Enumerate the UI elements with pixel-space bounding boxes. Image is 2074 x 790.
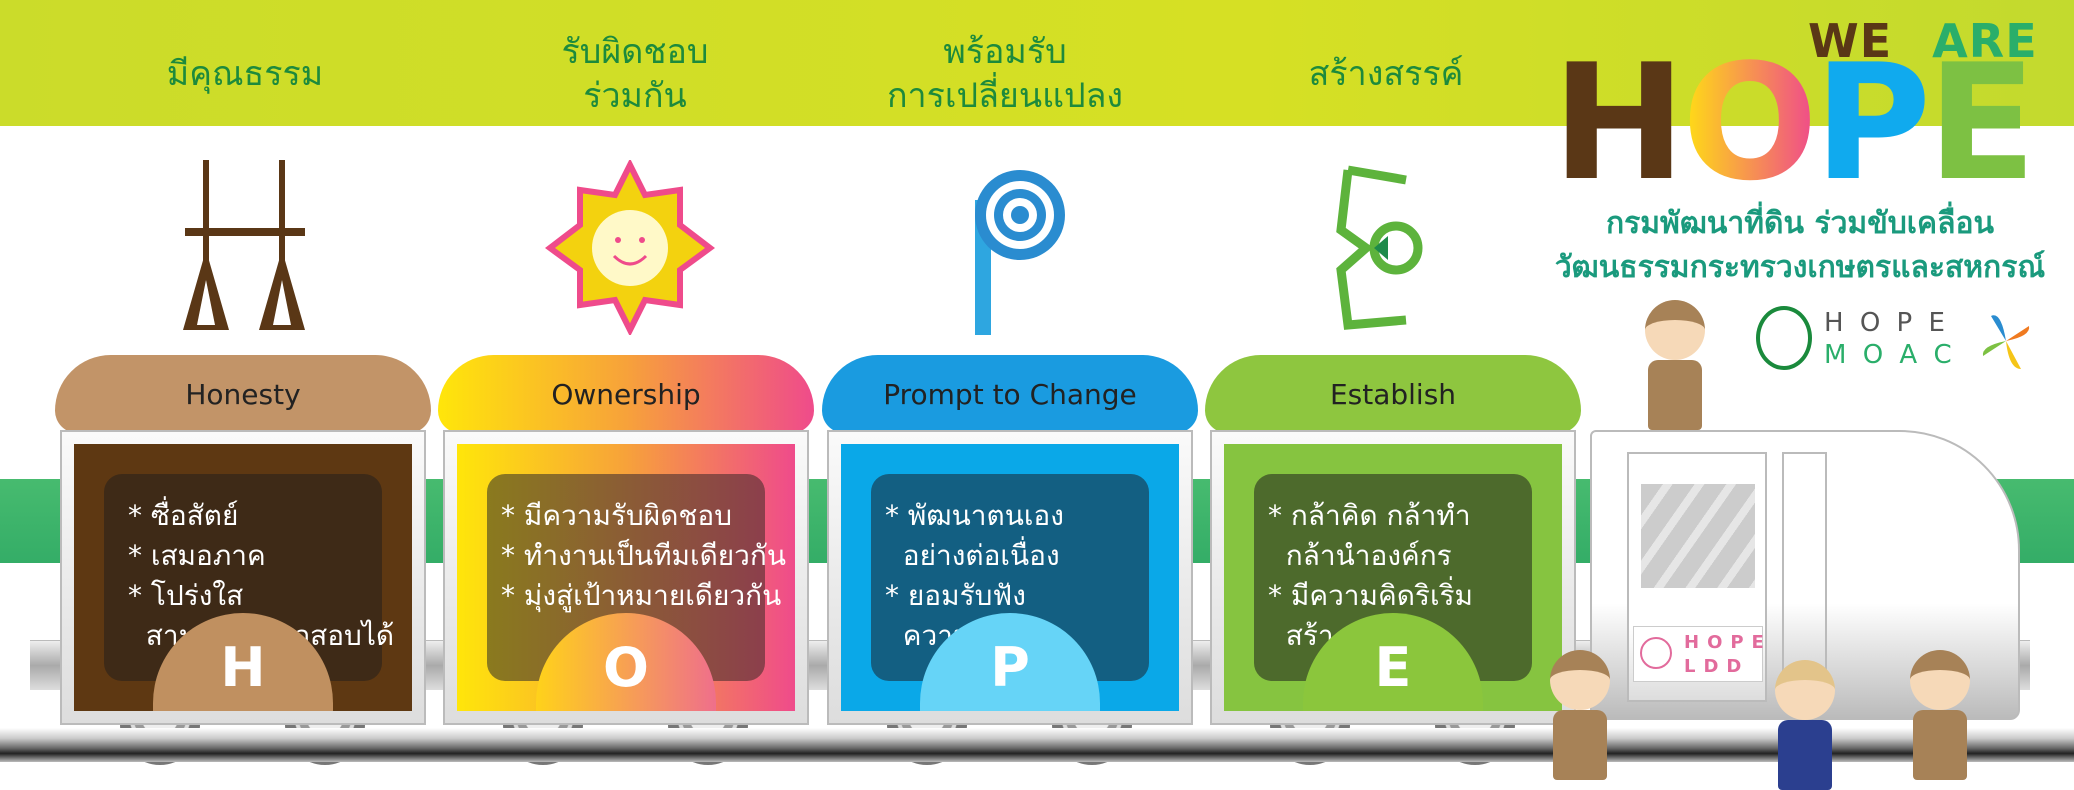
header-honesty: มีคุณธรรม bbox=[166, 54, 324, 94]
officer-character-icon bbox=[1905, 650, 1975, 780]
hope-ldd-badge: HOPE LDD bbox=[1633, 626, 1772, 682]
pillow-label: Establish bbox=[1329, 377, 1457, 411]
bullet-line: * มีความคิดริเริ่ม bbox=[1268, 579, 1474, 612]
header-establish: สร้างสรรค์ bbox=[1308, 54, 1464, 94]
badge-bottom: LDD bbox=[1684, 656, 1750, 677]
car-text-box: * กล้าคิด กล้าทำ กล้านำองค์กร * มีความคิด… bbox=[1254, 474, 1532, 681]
pillow-label: Ownership bbox=[551, 377, 701, 411]
badge-top: HOPE bbox=[1684, 632, 1772, 653]
header-line: ร่วมกัน bbox=[583, 76, 687, 116]
top-banner bbox=[0, 0, 2074, 126]
moac-seal-icon bbox=[1756, 306, 1812, 370]
bullet-line: * กล้าคิด กล้าทำ bbox=[1268, 499, 1471, 532]
farmer-character-icon bbox=[1770, 660, 1840, 790]
header-line: รับผิดชอบ bbox=[561, 32, 709, 72]
hope-logo: HOPE bbox=[1552, 43, 2036, 203]
officer-character-icon bbox=[1545, 650, 1615, 780]
pinwheel-icon bbox=[1982, 315, 2030, 369]
pillow-prompt-to-change: Prompt to Change bbox=[822, 355, 1198, 433]
car-panel: * มีความรับผิดชอบ * ทำงานเป็นทีมเดียวกัน *… bbox=[457, 444, 795, 711]
car-prompt-to-change: * พัฒนาตนเอง อย่างต่อเนื่อง* ยอมรับฟัง ค… bbox=[827, 430, 1193, 725]
bullet-line: * โปร่งใส bbox=[128, 579, 244, 612]
car-letter: P bbox=[990, 636, 1030, 699]
bullet-line: * มุ่งสู่เป้าหมายเดียวกัน bbox=[501, 579, 782, 612]
sun-o-icon bbox=[544, 160, 716, 335]
bullet-line: * ทำงานเป็นทีมเดียวกัน bbox=[501, 539, 786, 572]
car-panel: * ซื่อสัตย์* เสมอภาค* โปร่งใส สามารถตรวจ… bbox=[74, 444, 412, 711]
header-line: การเปลี่ยนแปลง bbox=[886, 76, 1124, 116]
pillow-establish: Establish bbox=[1205, 355, 1581, 433]
bullet-line: กล้านำองค์กร bbox=[1268, 539, 1452, 572]
pillow-honesty: Honesty bbox=[55, 355, 431, 433]
header-line: พร้อมรับ bbox=[943, 32, 1067, 72]
header-ownership: รับผิดชอบร่วมกัน bbox=[475, 30, 795, 118]
header-prompt: พร้อมรับการเปลี่ยนแปลง bbox=[845, 30, 1165, 118]
spiral-p-icon bbox=[975, 170, 1065, 335]
robot-arm-e-icon bbox=[1336, 165, 1423, 330]
bullet-line: อย่างต่อเนื่อง bbox=[885, 539, 1060, 572]
car-letter: E bbox=[1374, 636, 1412, 699]
are-text: ARE bbox=[1932, 14, 2038, 68]
rail-track bbox=[0, 728, 2074, 762]
pillow-label: Honesty bbox=[185, 377, 301, 411]
scales-h-icon bbox=[183, 160, 305, 330]
hope-e: E bbox=[1927, 29, 2036, 216]
hope-o: O bbox=[1681, 29, 1818, 216]
bullet-line: * มีความรับผิดชอบ bbox=[501, 499, 732, 532]
car-ownership: * มีความรับผิดชอบ * ทำงานเป็นทีมเดียวกัน *… bbox=[443, 430, 809, 725]
car-honesty: * ซื่อสัตย์* เสมอภาค* โปร่งใส สามารถตรวจ… bbox=[60, 430, 426, 725]
pillow-label: Prompt to Change bbox=[883, 377, 1137, 411]
ldd-seal-icon bbox=[1640, 637, 1672, 669]
car-letter: O bbox=[603, 636, 649, 699]
moac-bottom-text: M O A C bbox=[1824, 340, 1956, 370]
car-establish: * กล้าคิด กล้าทำ กล้านำองค์กร * มีความคิด… bbox=[1210, 430, 1576, 725]
car-panel: * กล้าคิด กล้าทำ กล้านำองค์กร * มีความคิด… bbox=[1224, 444, 1562, 711]
bullet-line: * เสมอภาค bbox=[128, 539, 266, 572]
officer-character-icon bbox=[1640, 300, 1710, 430]
car-text-box: * ซื่อสัตย์* เสมอภาค* โปร่งใส สามารถตรวจ… bbox=[104, 474, 394, 681]
car-panel: * พัฒนาตนเอง อย่างต่อเนื่อง* ยอมรับฟัง ค… bbox=[841, 444, 1179, 711]
subtitle-line-1: กรมพัฒนาที่ดิน ร่วมขับเคลื่อน bbox=[1605, 206, 1994, 241]
moac-top-text: H O P E bbox=[1824, 308, 1949, 338]
hope-h: H bbox=[1552, 29, 1686, 216]
we-text: WE bbox=[1808, 14, 1893, 68]
we-are-heading: WE ARE bbox=[1808, 14, 2038, 68]
pillow-ownership: Ownership bbox=[438, 355, 814, 433]
car-letter: H bbox=[220, 636, 266, 699]
bullet-line: * ยอมรับฟัง bbox=[885, 579, 1026, 612]
subtitle-line-2: วัฒนธรรมกระทรวงเกษตรและสหกรณ์ bbox=[1554, 250, 2046, 285]
hope-moac-logo: H O P E M O A C bbox=[1756, 306, 2046, 376]
door-window bbox=[1641, 484, 1755, 588]
bullet-line: * ซื่อสัตย์ bbox=[128, 499, 239, 532]
bullet-line: * พัฒนาตนเอง bbox=[885, 499, 1064, 532]
hope-p: P bbox=[1813, 29, 1931, 216]
